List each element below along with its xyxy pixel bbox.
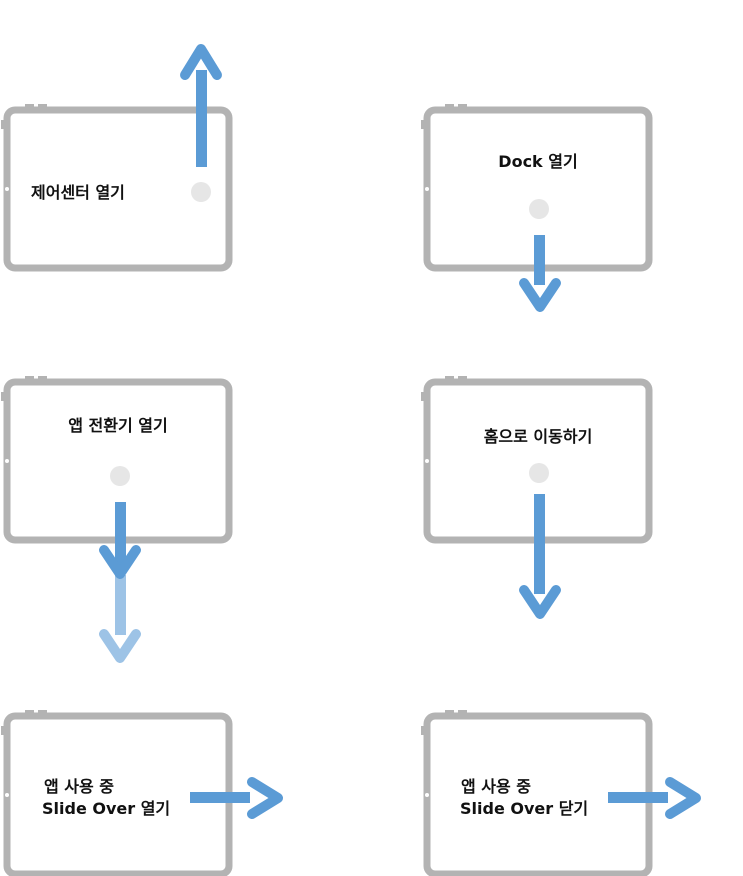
touch-point xyxy=(191,182,211,202)
arrow-up-icon xyxy=(180,44,222,167)
label-go-home: 홈으로 이동하기 xyxy=(483,427,593,446)
label-slide-over-open-line1: 앱 사용 중 xyxy=(44,777,115,796)
label-control-center: 제어센터 열기 xyxy=(31,183,125,202)
label-slide-over-open-line2: Slide Over 열기 xyxy=(42,799,171,818)
arrow-right-icon xyxy=(608,777,701,819)
panel-go-home xyxy=(421,376,649,619)
panel-slide-over-close xyxy=(421,710,701,874)
panel-slide-over-open xyxy=(1,710,283,874)
label-dock: Dock 열기 xyxy=(498,152,578,171)
touch-point xyxy=(529,199,549,219)
touch-point xyxy=(110,466,130,486)
panel-app-switcher xyxy=(1,376,229,663)
arrow-right-icon xyxy=(190,777,283,819)
panel-dock xyxy=(421,104,649,312)
arrow-down-icon xyxy=(99,502,141,579)
label-app-switcher: 앱 전환기 열기 xyxy=(68,416,168,435)
label-slide-over-close-line1: 앱 사용 중 xyxy=(461,777,532,796)
panel-control-center xyxy=(1,44,229,268)
arrow-down-light-icon xyxy=(99,575,141,663)
arrow-down-icon xyxy=(519,235,561,312)
label-slide-over-close-line2: Slide Over 닫기 xyxy=(460,799,589,818)
arrow-down-long-icon xyxy=(519,494,561,619)
touch-point xyxy=(529,463,549,483)
